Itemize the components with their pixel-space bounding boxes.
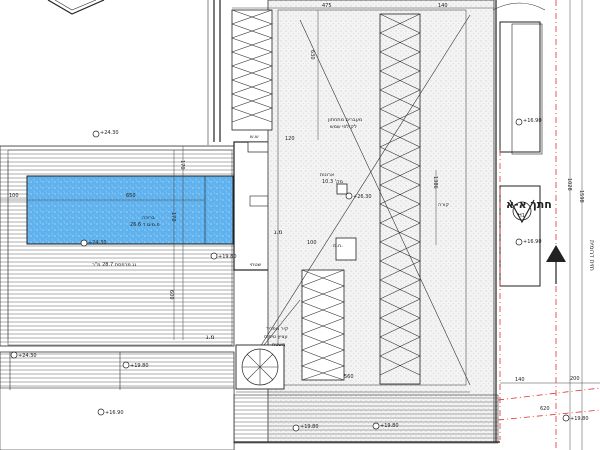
solar-panel-row-left (231, 9, 273, 131)
level-label: +19.80 (570, 416, 589, 422)
pool (26, 175, 234, 245)
level-label: +19.80 (300, 424, 319, 430)
level-label: +19.80 (130, 363, 149, 369)
shaft-box-a (335, 237, 357, 261)
dim-bottom-560: 560 (344, 374, 354, 380)
pool-step (204, 175, 234, 245)
dim-top-475: 475 (322, 3, 332, 9)
pool-dimensions (0, 146, 205, 340)
bottom-strip (233, 394, 499, 444)
shaft-box-b (336, 183, 348, 195)
pillar-label: ח.מ. (333, 243, 343, 249)
top-dimension-lines (232, 7, 494, 140)
section-label: חתך א-א (506, 198, 552, 211)
ss-label: ש.ש (250, 134, 259, 140)
wall-note: קיר מפריד (266, 326, 289, 332)
solar-panel-row-right (379, 13, 421, 385)
stairs-title: מעברים מתחתון (328, 117, 362, 123)
garden-label-b: משטח (272, 342, 285, 348)
stairs-subtitle: לקולפי שמש (330, 124, 357, 130)
level-label: +24.30 (100, 130, 119, 136)
dim-right-1028: 1028 (566, 178, 572, 191)
right-dimension-lines (435, 0, 583, 450)
level-label: +24.30 (88, 240, 107, 246)
right-terrace-inner (277, 9, 467, 386)
vertical-side-label: חזית דרומית (588, 240, 595, 271)
mg-label-a: מ.ג (274, 229, 282, 236)
storage-sub: מק' 10.3 (322, 179, 343, 185)
dim-vert-630: 630 (309, 50, 315, 60)
level-label: +16.90 (523, 239, 542, 245)
tag-label: שטחי (250, 262, 262, 268)
mg-label-b: מ.ג (206, 334, 214, 341)
dim-bottom-140: 140 (515, 377, 525, 383)
level-label: +19.80 (380, 423, 399, 429)
dim-left-100: 100 (9, 193, 19, 199)
level-markers (10, 118, 570, 432)
pool-title: בריכה (142, 215, 155, 221)
section-id: H1 (518, 213, 525, 219)
spiral-staircase (235, 344, 285, 390)
roof-triangle-top-left (47, 0, 105, 15)
level-label: +26.30 (353, 194, 372, 200)
deck-label: גג מרפסת 28.7 מ"ר (92, 262, 136, 268)
right-building (492, 0, 546, 442)
dim-mid-120: 120 (285, 136, 295, 142)
dim-left-600: 600 (168, 290, 174, 300)
dim-right-1598: 1598 (578, 190, 584, 203)
dim-bottom-620: 620 (540, 406, 550, 412)
left-building-outline (207, 0, 221, 145)
dim-mid-100: 100 (307, 240, 317, 246)
dim-pool-width: 170 (170, 212, 176, 222)
dim-right-1386: 1386 (432, 176, 438, 189)
lower-left-strip (0, 387, 235, 450)
property-lines (497, 0, 600, 450)
dim-top-140: 140 (438, 3, 448, 9)
level-label: +24.30 (18, 353, 37, 359)
storage-label: ארונות (320, 172, 334, 178)
solar-panel-row-lower (301, 269, 345, 381)
pool-subtitle: פ.מים ד 26.6 (130, 222, 160, 228)
section-marker (509, 199, 566, 284)
dim-pool-length: 650 (126, 193, 136, 199)
dim-left-170: 170 (179, 160, 185, 170)
garden-label-a: עציץ טיפוס (264, 334, 288, 340)
level-label: +19.80 (218, 254, 237, 260)
level-label: +16.90 (523, 118, 542, 124)
corridor-label: קורה (438, 202, 449, 208)
level-label: +16.90 (105, 410, 124, 416)
dim-bottom-200: 200 (570, 376, 580, 382)
